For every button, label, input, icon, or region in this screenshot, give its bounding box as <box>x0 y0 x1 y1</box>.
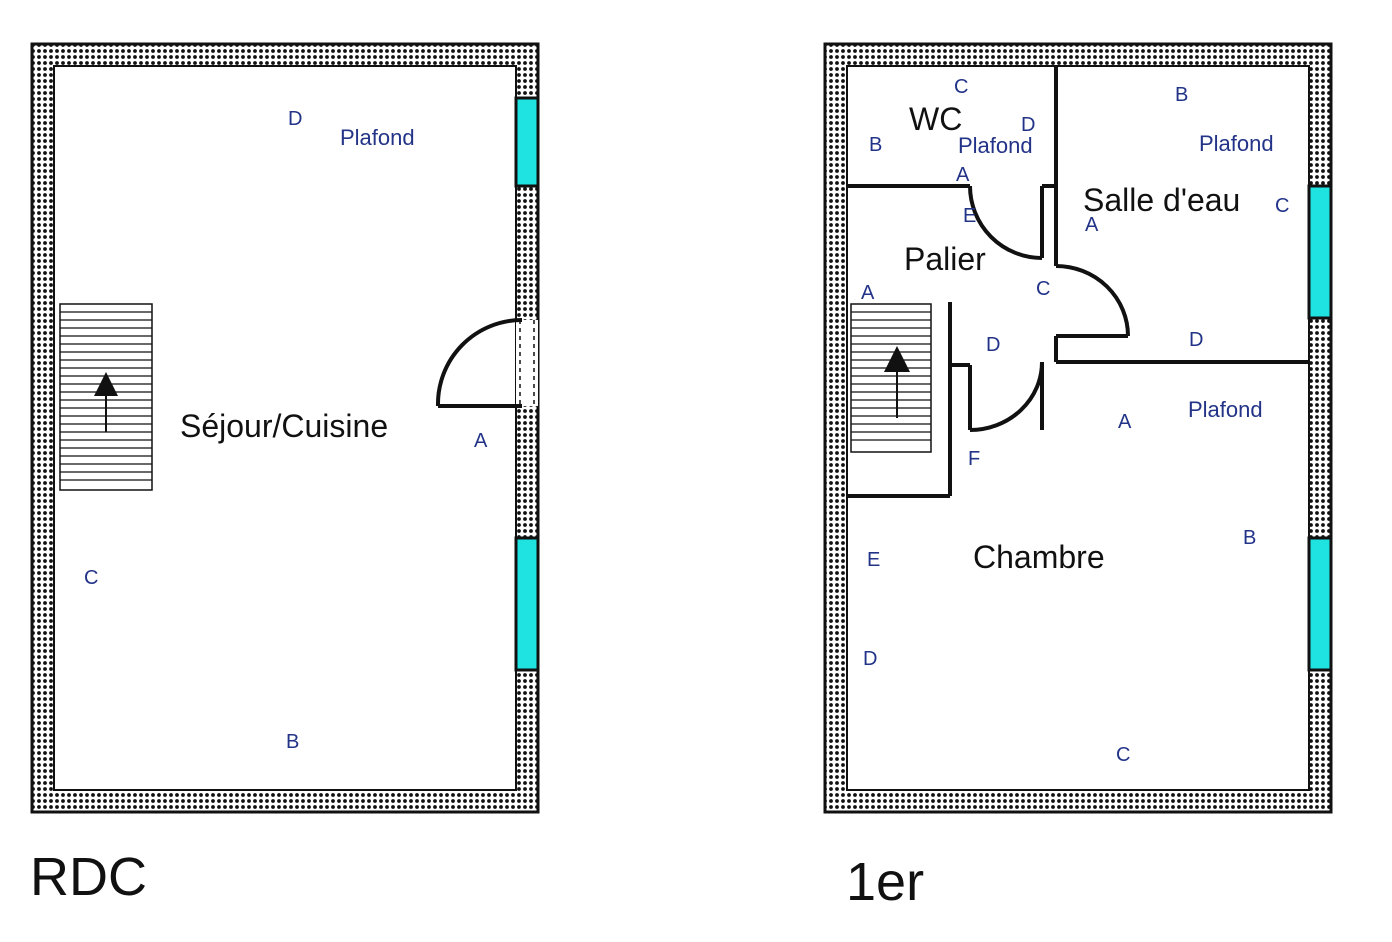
first-floor-plan: WC Salle d'eau Palier Chambre Plafond Pl… <box>823 42 1333 814</box>
rdc-window-top <box>514 96 540 188</box>
rdc-entrance-door <box>435 318 523 408</box>
first-wc-mark-b: B <box>869 134 882 156</box>
first-sde-mark-c: C <box>1275 195 1289 217</box>
first-interior-walls <box>847 66 1309 498</box>
first-window-sde <box>1307 184 1333 320</box>
first-level-title: 1er <box>846 852 924 912</box>
rdc-plan: Séjour/Cuisine Plafond D A C B <box>30 42 540 814</box>
rdc-plafond-label: Plafond <box>340 125 415 150</box>
first-chambre-mark-d: D <box>863 648 877 670</box>
first-sde-mark-d: D <box>1189 329 1203 351</box>
first-sde-plafond: Plafond <box>1199 131 1274 156</box>
rdc-mark-d: D <box>288 108 302 130</box>
first-window-chambre <box>1307 536 1333 672</box>
first-room-wc: WC <box>909 101 962 137</box>
first-palier-mark-c: C <box>1036 278 1050 300</box>
first-wc-plafond: Plafond <box>958 133 1033 158</box>
first-sde-door <box>1055 264 1130 337</box>
first-room-chambre: Chambre <box>973 539 1105 575</box>
first-wc-mark-c: C <box>954 76 968 98</box>
first-chambre-mark-c: C <box>1116 744 1130 766</box>
stairs-up-arrow-icon <box>94 372 118 396</box>
first-palier-mark-f: F <box>968 448 980 470</box>
rdc-mark-b: B <box>286 731 299 753</box>
first-palier-mark-d: D <box>986 334 1000 356</box>
rdc-door-opening <box>516 320 538 406</box>
rdc-room-label: Séjour/Cuisine <box>180 408 388 444</box>
rdc-window-bottom <box>514 536 540 672</box>
first-room-palier: Palier <box>904 241 986 277</box>
first-palier-mark-a: A <box>861 282 875 304</box>
first-sde-mark-a: A <box>1085 214 1099 236</box>
first-palier-mark-e: E <box>963 205 976 227</box>
rdc-mark-c: C <box>84 567 98 589</box>
first-chambre-mark-a: A <box>1118 411 1132 433</box>
first-sde-mark-b: B <box>1175 84 1188 106</box>
rdc-staircase <box>59 303 153 491</box>
rdc-mark-a: A <box>474 430 488 452</box>
first-room-salle-deau: Salle d'eau <box>1083 182 1240 218</box>
first-wc-mark-d: D <box>1021 114 1035 136</box>
first-chambre-plafond: Plafond <box>1188 397 1263 422</box>
first-wc-door <box>968 185 1043 260</box>
first-chambre-door <box>969 361 1044 432</box>
rdc-level-title: RDC <box>30 847 147 907</box>
first-chambre-mark-b: B <box>1243 527 1256 549</box>
first-wc-mark-a: A <box>956 164 970 186</box>
first-staircase <box>850 303 932 453</box>
stairs-up-arrow-icon <box>884 346 910 372</box>
first-chambre-mark-e: E <box>867 549 880 571</box>
